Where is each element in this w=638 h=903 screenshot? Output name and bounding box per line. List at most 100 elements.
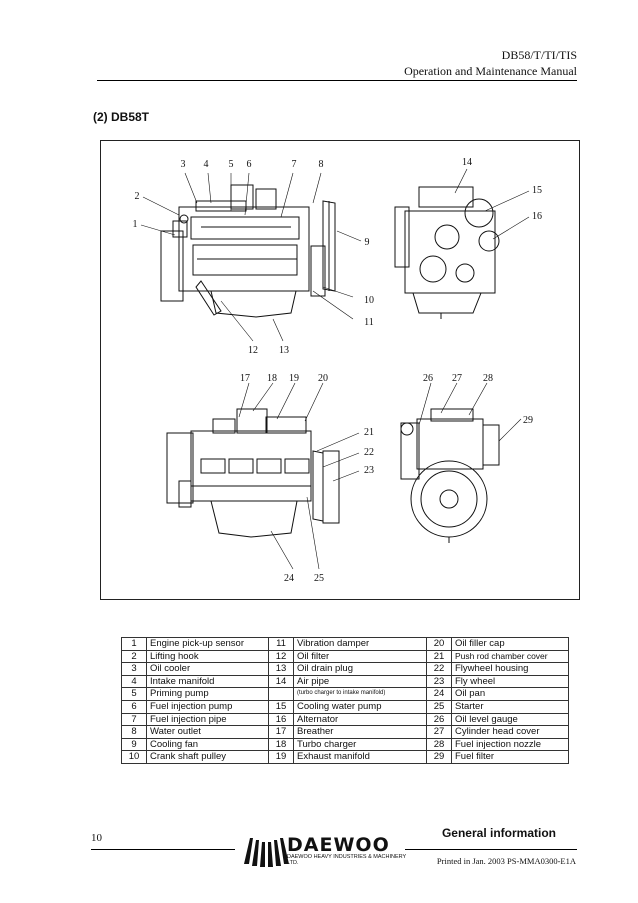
table-cell: Intake manifold [146, 674, 269, 689]
table-cell: Engine pick-up sensor [146, 637, 269, 651]
callout-22: 22 [364, 447, 374, 458]
callout-20: 20 [318, 373, 328, 384]
table-cell: Water outlet [146, 725, 269, 739]
footer-divider-left [91, 849, 235, 850]
brand-name: DAEWOO [287, 834, 390, 856]
table-cell: 19 [268, 750, 294, 764]
table-cell: (turbo charger to intake manifold) [293, 687, 427, 701]
table-cell: Fuel injection nozzle [451, 737, 569, 752]
callout-12: 12 [248, 345, 258, 356]
callout-6: 6 [247, 159, 252, 170]
engine-rear-view-lower [400, 408, 500, 543]
table-cell: 29 [426, 750, 452, 764]
table-cell: 1 [121, 637, 147, 651]
engine-front-view-upper [394, 186, 500, 319]
table-cell: Oil drain plug [293, 662, 427, 676]
table-cell: Starter [451, 699, 569, 714]
footer-divider-right [405, 849, 577, 850]
section-title: (2) DB58T [93, 110, 150, 124]
table-cell: 5 [121, 687, 147, 701]
table-cell: 2 [121, 649, 147, 664]
header-model: DB58/T/TI/TIS [501, 48, 577, 62]
header-divider [97, 80, 577, 81]
table-cell [268, 687, 294, 701]
page-number: 10 [91, 832, 102, 844]
callout-27: 27 [452, 373, 462, 384]
table-cell: Priming pump [146, 687, 269, 701]
engine-illustrations: 1 2 3 4 5 6 7 8 9 10 11 12 13 14 15 16 1… [133, 157, 543, 584]
table-cell: 13 [268, 662, 294, 676]
table-cell: Oil pan [451, 687, 569, 701]
table-cell: 28 [426, 737, 452, 752]
table-cell: 20 [426, 637, 452, 651]
callout-5: 5 [229, 159, 234, 170]
table-cell: 6 [121, 699, 147, 714]
table-cell: Crank shaft pulley [146, 750, 269, 764]
callout-4: 4 [204, 159, 209, 170]
table-cell: Exhaust manifold [293, 750, 427, 764]
header-manual-title: Operation and Maintenance Manual [404, 64, 577, 78]
brand-subtitle: DAEWOO HEAVY INDUSTRIES & MACHINERY LTD. [287, 854, 407, 866]
table-cell: 24 [426, 687, 452, 701]
table-cell: 26 [426, 712, 452, 727]
table-cell: 21 [426, 649, 452, 664]
callout-2: 2 [135, 191, 140, 202]
table-cell: 15 [268, 699, 294, 714]
table-cell: Turbo charger [293, 737, 427, 752]
callout-16: 16 [532, 211, 542, 222]
table-cell: Flywheel housing [451, 662, 569, 676]
table-cell: Oil level gauge [451, 712, 569, 727]
table-cell: Oil filter [293, 649, 427, 664]
engine-side-view-upper [160, 184, 336, 318]
table-cell: 17 [268, 725, 294, 739]
table-cell: 10 [121, 750, 147, 764]
table-cell: 7 [121, 712, 147, 727]
table-cell: 14 [268, 674, 294, 689]
callout-10: 10 [364, 295, 374, 306]
callout-25: 25 [314, 573, 324, 584]
table-cell: 16 [268, 712, 294, 727]
table-cell: 3 [121, 662, 147, 676]
callout-18: 18 [267, 373, 277, 384]
table-cell: 4 [121, 674, 147, 689]
callout-23: 23 [364, 465, 374, 476]
callout-29: 29 [523, 415, 533, 426]
engine-side-view-lower [166, 408, 340, 538]
table-cell: Vibration damper [293, 637, 427, 651]
callout-19: 19 [289, 373, 299, 384]
callout-13: 13 [279, 345, 289, 356]
callout-3: 3 [181, 159, 186, 170]
table-cell: Alternator [293, 712, 427, 727]
table-cell: Air pipe [293, 674, 427, 689]
table-cell: Cooling fan [146, 737, 269, 752]
table-cell: 18 [268, 737, 294, 752]
table-cell: 12 [268, 649, 294, 664]
table-cell: 23 [426, 674, 452, 689]
table-cell: Lifting hook [146, 649, 269, 664]
callout-1: 1 [133, 219, 138, 230]
daewoo-logo-icon [244, 838, 289, 867]
callout-24: 24 [284, 573, 294, 584]
table-cell: 8 [121, 725, 147, 739]
callout-28: 28 [483, 373, 493, 384]
table-cell: Cooling water pump [293, 699, 427, 714]
callout-8: 8 [319, 159, 324, 170]
callout-14: 14 [462, 157, 472, 168]
callout-21: 21 [364, 427, 374, 438]
table-cell: Oil cooler [146, 662, 269, 676]
table-cell: 9 [121, 737, 147, 752]
print-info: Printed in Jan. 2003 PS-MMA0300-E1A [436, 856, 576, 866]
table-cell: 25 [426, 699, 452, 714]
table-cell: 27 [426, 725, 452, 739]
table-cell: Oil filler cap [451, 637, 569, 651]
